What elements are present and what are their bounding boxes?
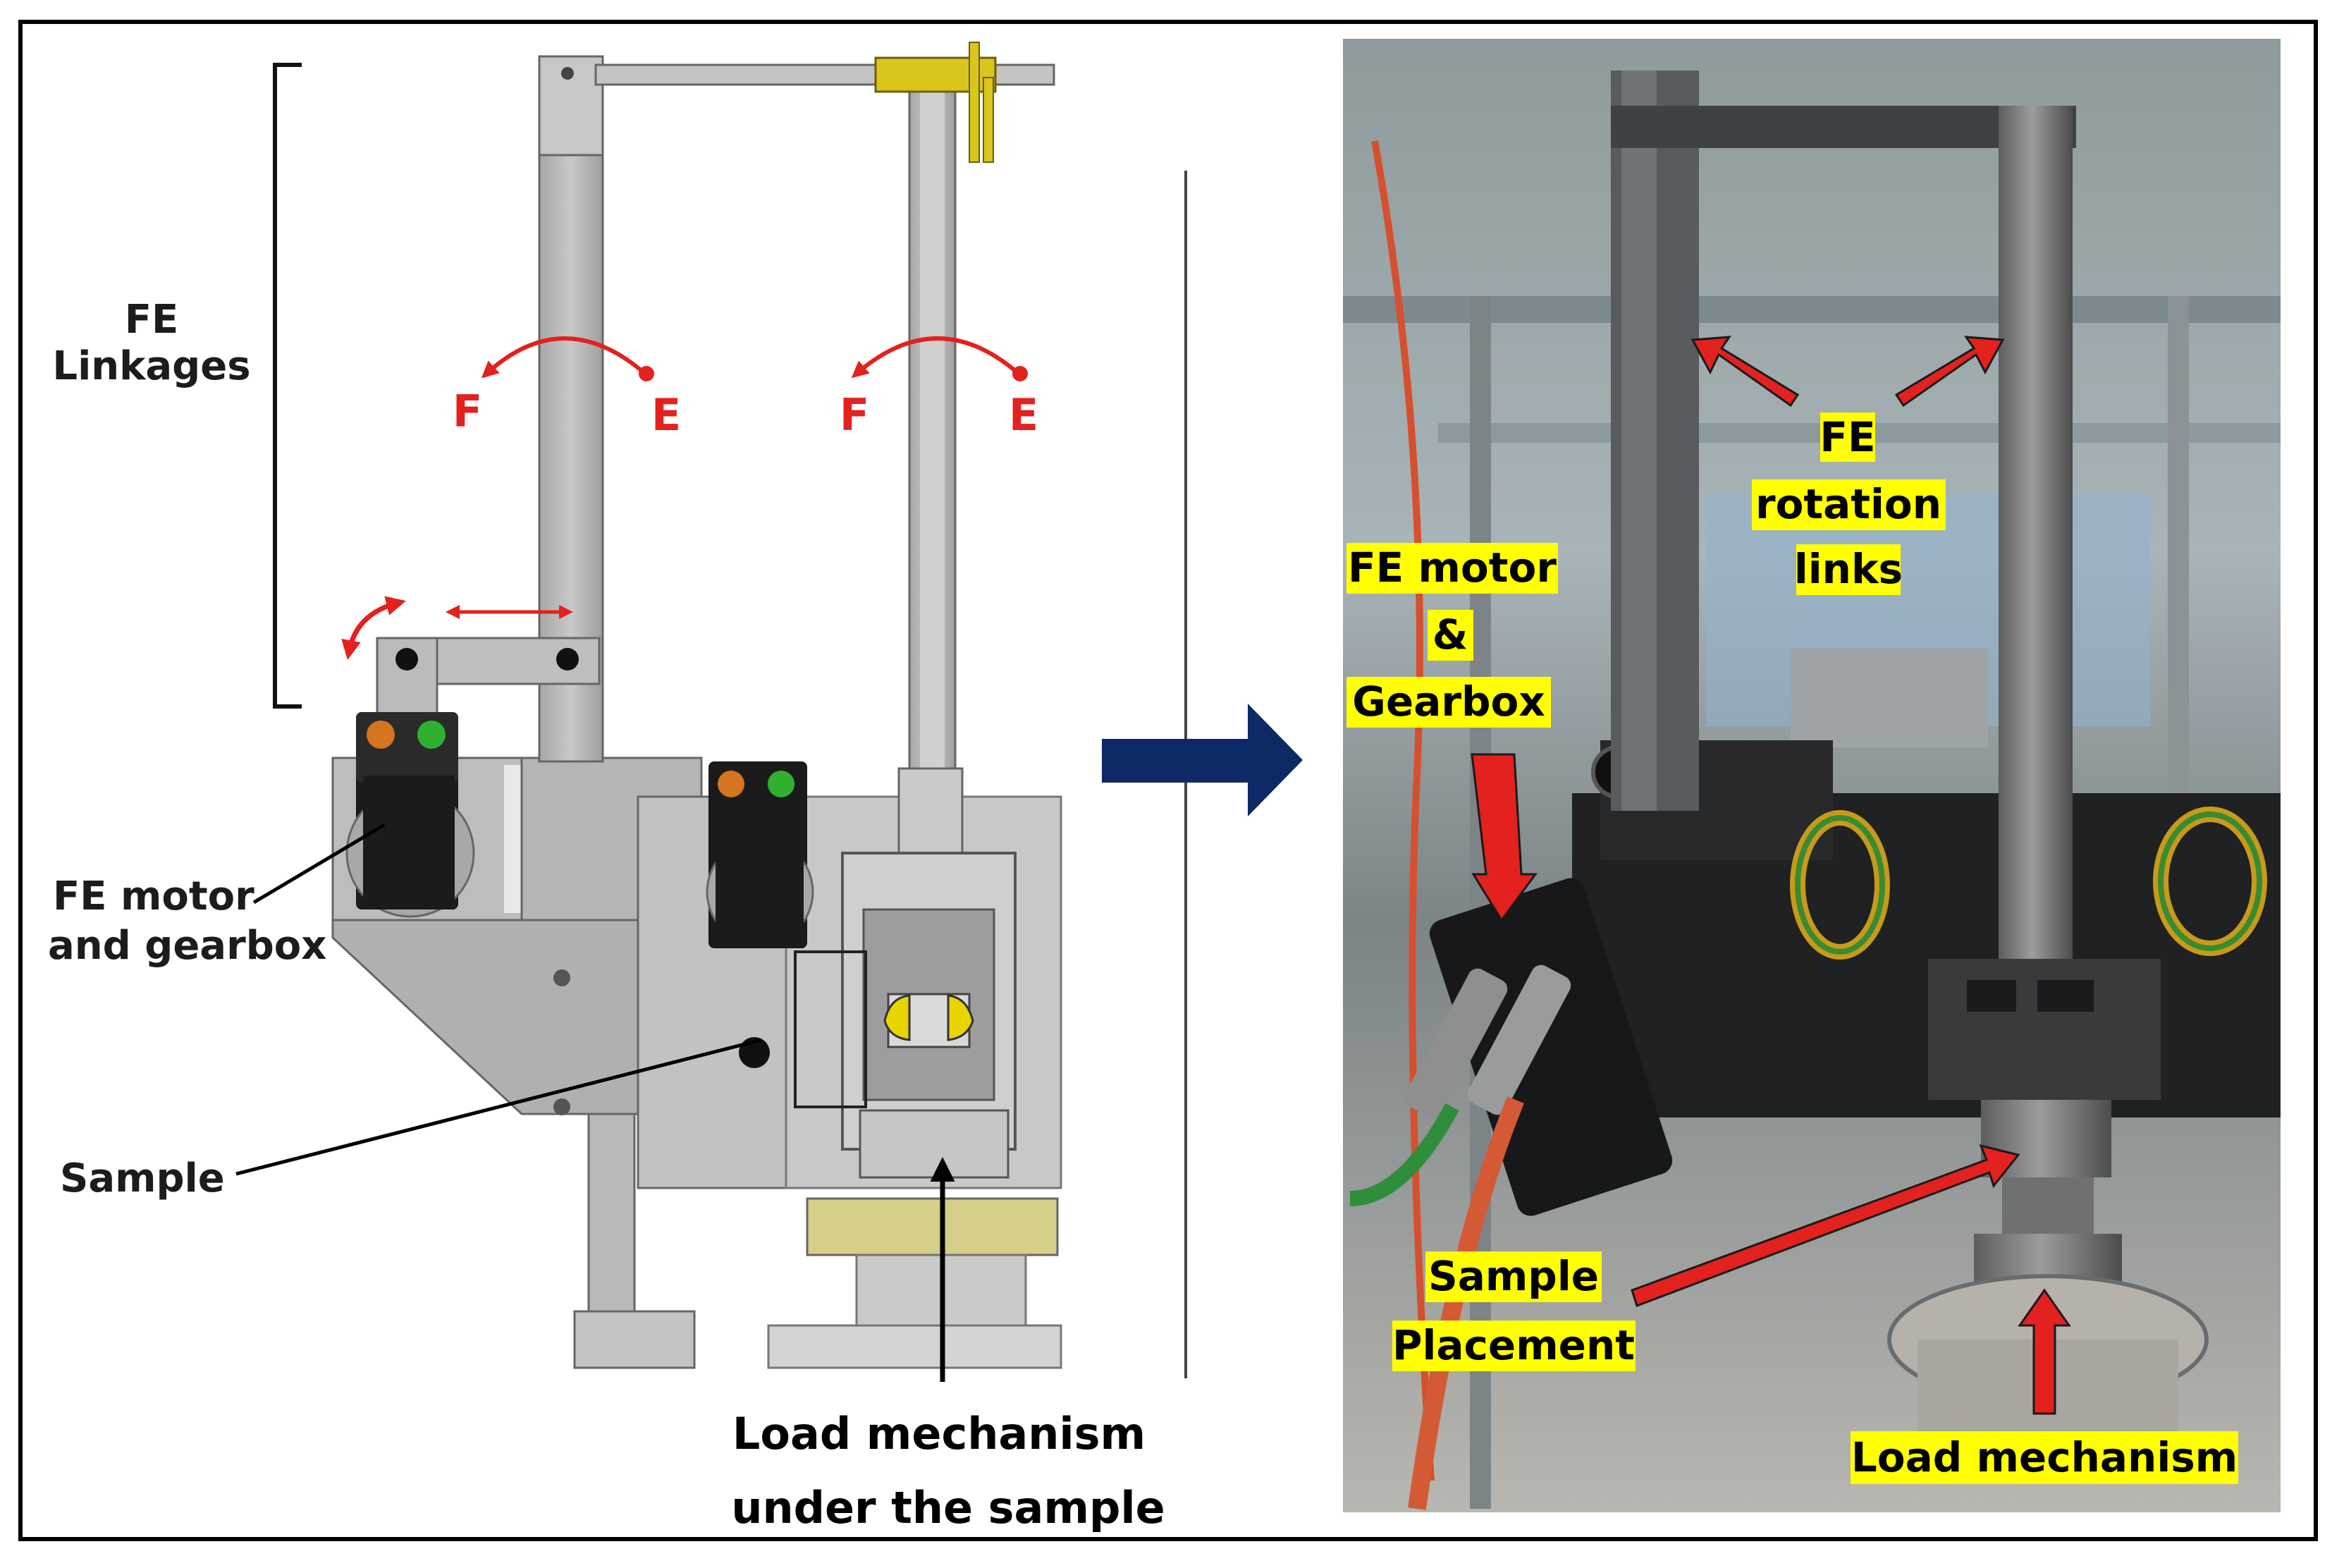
hl-motor-3 bbox=[1346, 677, 1551, 728]
linkage-bracket bbox=[273, 63, 302, 709]
flexion-arc-right bbox=[851, 336, 1020, 379]
flex-label-right: F bbox=[840, 389, 869, 441]
ext-label-left: E bbox=[651, 389, 681, 441]
fe-motor-gearbox-label-2: & bbox=[1432, 611, 1468, 659]
pivot-lower-left bbox=[395, 648, 418, 670]
housing-slot bbox=[504, 765, 522, 913]
motor-leader bbox=[252, 823, 386, 905]
flow-arrow bbox=[1102, 704, 1303, 816]
bolt-2 bbox=[553, 1098, 570, 1115]
lower-sample-block bbox=[859, 1109, 1010, 1179]
fe-rotation-label-1: FE bbox=[1820, 413, 1875, 461]
hl-fe-1 bbox=[1820, 412, 1875, 462]
bolt-1 bbox=[553, 969, 570, 986]
support-foot bbox=[573, 1310, 696, 1369]
fe-motor-left-cap bbox=[356, 712, 458, 783]
base-foot-plate bbox=[767, 1324, 1062, 1369]
photo-sample-stack-2 bbox=[2002, 1177, 2094, 1234]
right-column-inner bbox=[920, 85, 945, 797]
hl-fe-2 bbox=[1752, 479, 1946, 530]
motor-right-green bbox=[768, 771, 794, 797]
motor-left-body bbox=[363, 776, 455, 909]
fe-motor-gearbox-label-1: FE motor bbox=[1348, 544, 1557, 592]
hl-motor-1 bbox=[1346, 543, 1558, 594]
green-cable-loop-3 bbox=[1795, 815, 1885, 955]
flex-label-left: F bbox=[453, 386, 482, 437]
motor-left-green bbox=[417, 721, 446, 749]
arc-left-dot bbox=[639, 366, 654, 381]
fe-rotation-label-3: links bbox=[1794, 545, 1903, 593]
photo-arrow-left-link bbox=[1690, 336, 1800, 408]
hl-load bbox=[1851, 1431, 2238, 1484]
fe-motor-label-2: and gearbox bbox=[48, 923, 326, 969]
yellow-stem-2 bbox=[983, 77, 994, 163]
cad-drawing: FE Linkages F E F E FE motor and gearbox… bbox=[48, 42, 1165, 1533]
sample-leader bbox=[235, 1038, 762, 1176]
photo-motor-body bbox=[1429, 878, 1673, 1216]
photo-connector-1 bbox=[1404, 968, 1508, 1119]
load-mech-label-2: under the sample bbox=[731, 1482, 1165, 1533]
photo-panel: FE rotation links FE motor & Gearbox Sam… bbox=[1343, 39, 2281, 1512]
fe-link-column-left-face bbox=[1621, 71, 1657, 811]
fe-rotation-label-2: rotation bbox=[1755, 480, 1941, 528]
sample-placement-label-2: Placement bbox=[1392, 1321, 1635, 1369]
enclosure-post-left bbox=[1470, 296, 1491, 1509]
motor-right-body bbox=[716, 818, 804, 948]
fe-motor-label-1: FE motor bbox=[53, 874, 254, 919]
photo-load-cap-hole-2 bbox=[2037, 980, 2094, 1012]
sample-placement-label-1: Sample bbox=[1428, 1252, 1599, 1300]
fe-link-column-right bbox=[1999, 106, 2073, 987]
green-cable-motor bbox=[1349, 1103, 1459, 1206]
photo-arrow-right-link bbox=[1894, 336, 2005, 408]
photo-load-mechanism-label: Load mechanism bbox=[1851, 1433, 2238, 1481]
base-plate-yellow bbox=[806, 1197, 1059, 1256]
hl-sample-2 bbox=[1392, 1321, 1636, 1371]
yellow-stem-1 bbox=[969, 42, 980, 163]
enclosure-post-right bbox=[2168, 296, 2189, 804]
pivot-lower-right bbox=[556, 648, 579, 670]
photo-connector-2 bbox=[1467, 964, 1571, 1115]
yellow-sample bbox=[883, 994, 974, 1041]
fe-linkages-label-1: FE bbox=[125, 297, 179, 343]
sample-box-outline bbox=[794, 950, 867, 1108]
electronics-box bbox=[1791, 649, 1988, 747]
rotation-arrow-small bbox=[341, 596, 406, 661]
fe-motor-gearbox-label-3: Gearbox bbox=[1352, 678, 1545, 725]
fe-linkages-label-2: Linkages bbox=[52, 343, 250, 389]
sample-label: Sample bbox=[60, 1156, 225, 1201]
motor-right-orange bbox=[718, 771, 744, 797]
hl-sample-1 bbox=[1425, 1251, 1602, 1302]
hl-fe-3 bbox=[1796, 544, 1901, 595]
photo-arrow-sample bbox=[1631, 1144, 2020, 1307]
enclosure-rail-top bbox=[1343, 296, 2281, 323]
hl-motor-2 bbox=[1428, 610, 1473, 661]
ext-label-right: E bbox=[1009, 389, 1038, 441]
pivot-top-left bbox=[561, 67, 574, 80]
motor-left-orange bbox=[367, 721, 395, 749]
photo-arrow-load bbox=[2018, 1288, 2071, 1415]
load-rod bbox=[897, 767, 964, 855]
arc-right-dot bbox=[1012, 366, 1028, 381]
photo-arrow-motor bbox=[1471, 753, 1538, 922]
green-cable-loop-4 bbox=[2158, 811, 2262, 951]
orange-cable-left bbox=[1371, 140, 1435, 1481]
load-mech-label-1: Load mechanism bbox=[732, 1408, 1146, 1459]
flexion-arc-left bbox=[481, 336, 646, 379]
photo-load-cap-hole-1 bbox=[1967, 980, 2016, 1012]
